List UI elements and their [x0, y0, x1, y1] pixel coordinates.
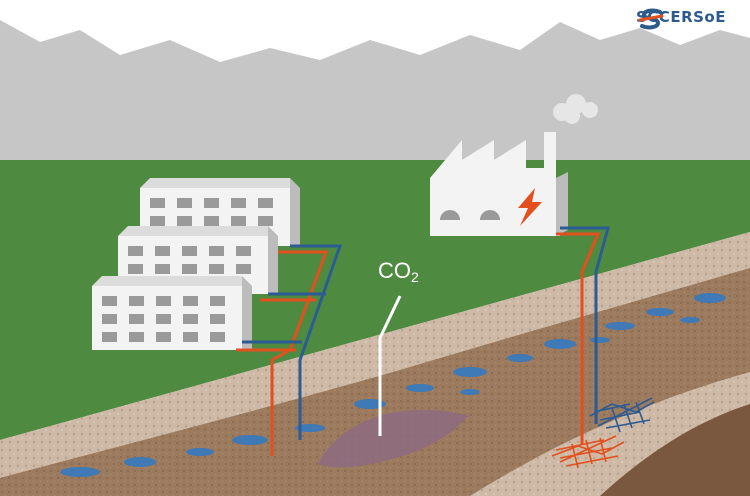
window	[210, 296, 225, 306]
logo-s-icon	[638, 8, 664, 30]
window	[204, 198, 219, 208]
window	[150, 216, 165, 226]
window	[209, 264, 224, 274]
window	[258, 216, 273, 226]
sccer-soe-logo: SCCER SoE	[636, 8, 726, 30]
factory	[430, 132, 568, 236]
fracture-network-blue	[589, 397, 655, 433]
window	[231, 198, 246, 208]
window	[156, 296, 171, 306]
window	[177, 198, 192, 208]
co2-label-subscript: 2	[411, 269, 419, 285]
window	[236, 264, 251, 274]
co2-pointer-line	[378, 295, 402, 436]
window	[182, 246, 197, 256]
building-windows	[102, 198, 273, 342]
smoke-cloud-icon	[553, 94, 598, 124]
logo-text-right: SoE	[693, 8, 726, 26]
window	[156, 314, 171, 324]
window	[236, 246, 251, 256]
co2-reservoir	[318, 409, 468, 468]
window	[177, 216, 192, 226]
window	[183, 332, 198, 342]
building-pipes	[236, 244, 343, 456]
factory-pipes	[556, 226, 610, 444]
lightning-icon	[518, 188, 542, 226]
window	[102, 296, 117, 306]
window	[183, 314, 198, 324]
window	[155, 246, 170, 256]
window	[156, 332, 171, 342]
window	[129, 296, 144, 306]
window	[128, 264, 143, 274]
window	[155, 264, 170, 274]
window	[258, 198, 273, 208]
mountains	[0, 20, 750, 170]
window	[231, 216, 246, 226]
water-layer	[60, 293, 726, 477]
window	[102, 314, 117, 324]
window	[209, 246, 224, 256]
co2-label-main: CO	[378, 258, 411, 283]
window	[129, 314, 144, 324]
window	[150, 198, 165, 208]
window	[210, 332, 225, 342]
window	[210, 314, 225, 324]
window	[102, 332, 117, 342]
co2-label: CO2	[378, 258, 419, 285]
window	[204, 216, 219, 226]
window	[129, 332, 144, 342]
window	[128, 246, 143, 256]
fracture-network-red	[551, 435, 625, 469]
window	[183, 296, 198, 306]
soil-dark-layer	[600, 404, 750, 496]
window	[182, 264, 197, 274]
